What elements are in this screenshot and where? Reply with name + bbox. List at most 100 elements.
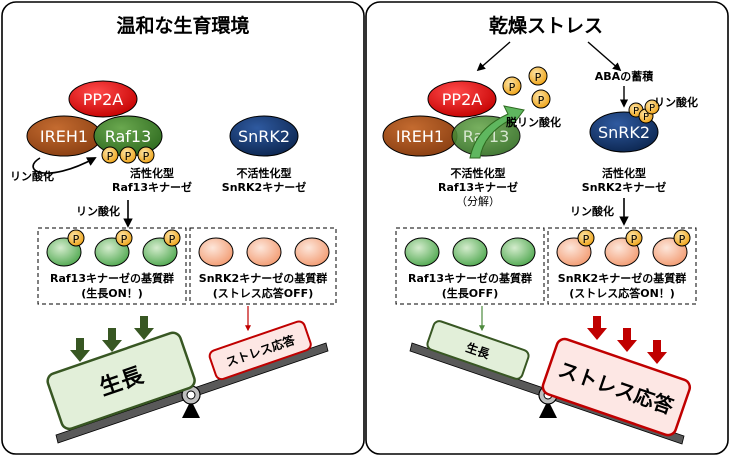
right-green-substrates bbox=[404, 237, 536, 267]
left-snrk2-label: SnRK2 bbox=[238, 127, 290, 146]
phospho-label: P bbox=[538, 94, 545, 107]
right-balance: 生長 ストレス応答 bbox=[409, 306, 692, 445]
right-snrk-sub-2: (ストレス応答ON！) bbox=[569, 286, 675, 300]
phospho-icon bbox=[137, 146, 155, 164]
right-title: 乾燥ストレス bbox=[489, 14, 603, 37]
phospho-icon bbox=[644, 99, 660, 115]
left-phos-curve-arrow bbox=[32, 157, 97, 174]
right-title-arrow-left bbox=[476, 41, 511, 72]
phospho-icon bbox=[119, 146, 137, 164]
phospho-label: P bbox=[631, 233, 638, 246]
right-raf-sub-2: (生長OFF) bbox=[442, 286, 498, 300]
left-raf13-phospho-group: P P P bbox=[101, 146, 155, 164]
right-growth-box bbox=[426, 320, 530, 380]
phospho-icon bbox=[115, 229, 133, 247]
left-phos-down-label: リン酸化 bbox=[76, 204, 120, 218]
phospho-icon bbox=[163, 229, 181, 247]
left-snrk-sub-1: SnRK2キナーゼの基質群 bbox=[199, 271, 327, 285]
left-raf13-label: Raf13 bbox=[105, 127, 152, 146]
red-down-arrow-icon bbox=[617, 328, 637, 352]
right-dephos-arrow-icon bbox=[469, 105, 525, 159]
right-ireh1-label: IREH1 bbox=[396, 127, 444, 146]
left-snrk-sub-2: (ストレス応答OFF) bbox=[213, 286, 313, 300]
phospho-icon bbox=[625, 229, 643, 247]
phospho-label: P bbox=[125, 150, 132, 163]
left-growth-box-group: 生長 bbox=[46, 331, 196, 431]
phospho-label: P bbox=[107, 150, 114, 163]
left-pp2a-ellipse bbox=[68, 80, 138, 118]
right-phos-down-label: リン酸化 bbox=[570, 204, 614, 218]
left-fulcrum bbox=[182, 400, 200, 418]
right-snrk-sub-1: SnRK2キナーゼの基質群 bbox=[558, 271, 686, 285]
substrate-icon bbox=[500, 237, 536, 267]
phospho-label: P bbox=[583, 233, 590, 246]
left-pivot-hole bbox=[186, 390, 196, 400]
left-balance: 生長 ストレス応答 bbox=[46, 306, 329, 444]
left-raf-substrate-box bbox=[37, 227, 187, 305]
phospho-label: P bbox=[509, 81, 516, 94]
right-raf-state-1: 不活性化型 bbox=[451, 166, 506, 180]
left-green-substrates: P P P bbox=[46, 229, 181, 267]
right-snrk2-label: SnRK2 bbox=[598, 123, 650, 142]
substrate-icon bbox=[198, 237, 234, 267]
left-snrk-state-1: 不活性化型 bbox=[237, 166, 292, 180]
phospho-icon bbox=[673, 229, 691, 247]
left-growth-box bbox=[46, 331, 196, 431]
left-snrk-state-2: SnRK2キナーゼ bbox=[222, 180, 306, 194]
right-growth-box-group: 生長 bbox=[426, 320, 530, 380]
right-stress-box bbox=[541, 337, 692, 437]
right-raf-state-3: （分解） bbox=[456, 194, 500, 208]
right-snrk-phos-label: リン酸化 bbox=[654, 95, 698, 109]
substrate-icon bbox=[294, 237, 330, 267]
phospho-label: P bbox=[169, 233, 176, 246]
left-pp2a-label: PP2A bbox=[83, 90, 123, 109]
phospho-label: P bbox=[143, 150, 150, 163]
red-down-arrow-icon bbox=[587, 316, 607, 340]
right-title-arrow-right bbox=[587, 41, 622, 72]
green-down-arrow-icon bbox=[70, 338, 90, 362]
right-fulcrum bbox=[539, 400, 557, 418]
right-raf-sub-1: Raf13キナーゼの基質群 bbox=[408, 271, 532, 285]
green-down-arrow-icon bbox=[102, 328, 122, 352]
left-title: 温和な生育環境 bbox=[116, 14, 249, 37]
right-peach-substrates: P P P bbox=[556, 229, 691, 267]
red-down-arrow-icon bbox=[647, 340, 667, 364]
phospho-label: P bbox=[633, 106, 639, 117]
right-snrk-state-1: 活性化型 bbox=[602, 166, 646, 180]
phospho-label: P bbox=[649, 103, 655, 114]
left-ireh1-label: IREH1 bbox=[40, 127, 88, 146]
green-down-arrow-icon bbox=[134, 316, 154, 340]
substrate-icon bbox=[404, 237, 440, 267]
phospho-label: P bbox=[679, 233, 686, 246]
right-pp2a-label: PP2A bbox=[442, 90, 482, 109]
left-stress-box bbox=[208, 320, 312, 381]
right-raf-state-2: Raf13キナーゼ bbox=[438, 180, 518, 194]
left-raf-state-1: 活性化型 bbox=[130, 166, 174, 180]
phospho-icon bbox=[531, 89, 551, 109]
left-snrk-substrate-box bbox=[189, 227, 337, 305]
phospho-icon bbox=[577, 229, 595, 247]
phospho-label: P bbox=[643, 112, 649, 123]
phospho-icon bbox=[67, 229, 85, 247]
right-snrk2-ellipse bbox=[589, 111, 659, 153]
phospho-icon bbox=[502, 76, 522, 96]
right-raf-substrate-box bbox=[395, 227, 545, 305]
left-raf-state-2: Raf13キナーゼ bbox=[112, 180, 192, 194]
substrate-icon bbox=[452, 237, 488, 267]
substrate-icon bbox=[246, 237, 282, 267]
phospho-label: P bbox=[121, 233, 128, 246]
left-raf-sub-2: (生長ON！) bbox=[81, 286, 143, 300]
phospho-icon bbox=[101, 146, 119, 164]
right-pp2a-ellipse bbox=[427, 80, 497, 118]
right-snrk-state-2: SnRK2キナーゼ bbox=[582, 180, 666, 194]
phospho-icon bbox=[528, 66, 548, 86]
phospho-label: P bbox=[535, 71, 542, 84]
phospho-label: P bbox=[73, 233, 80, 246]
left-raf-sub-1: Raf13キナーゼの基質群 bbox=[50, 271, 174, 285]
left-peach-substrates bbox=[198, 237, 330, 267]
right-snrk-substrate-box bbox=[547, 227, 697, 305]
right-aba-label: ABAの蓄積 bbox=[595, 69, 654, 83]
left-snrk2-ellipse bbox=[229, 115, 299, 157]
left-phos-side-label: リン酸化 bbox=[10, 169, 54, 183]
